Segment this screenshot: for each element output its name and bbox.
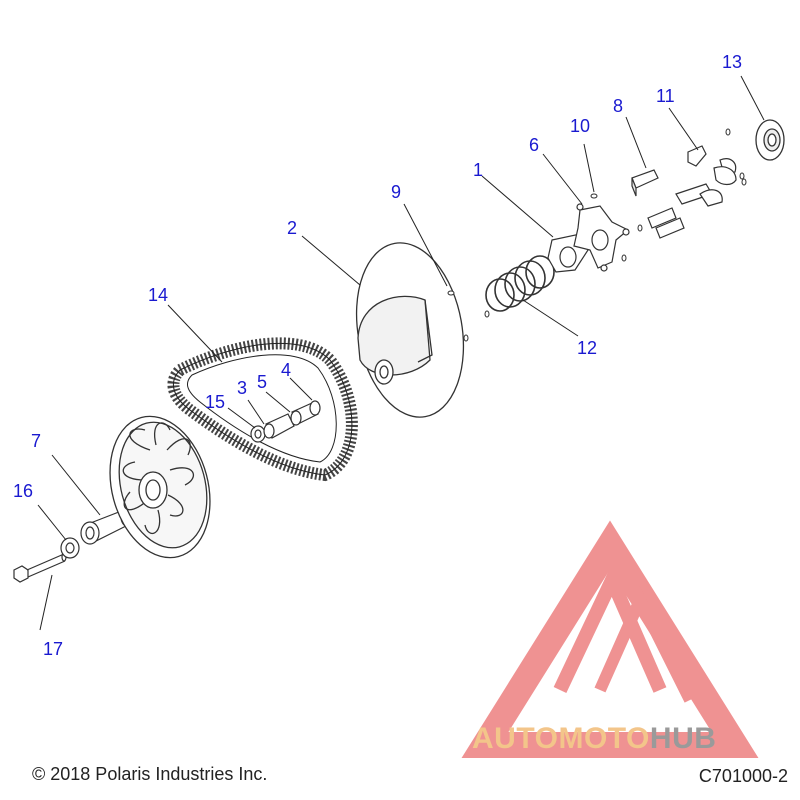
fixed-sheave-part [109, 415, 211, 559]
callout-17: 17 [43, 639, 63, 659]
washer-part [60, 537, 80, 559]
spring-part [485, 255, 555, 312]
screw-parts [447, 128, 747, 342]
spider-part [573, 203, 630, 272]
diagram-code: C701000-2 [698, 766, 788, 786]
roller-parts [675, 145, 737, 207]
bolt-part [13, 552, 67, 583]
watermark-text: AUTOMOTOHUB [472, 722, 716, 756]
leader-lines [37, 75, 765, 631]
callout-9: 9 [391, 182, 401, 202]
callout-15: 15 [205, 392, 225, 412]
drive-belt-part [167, 337, 358, 482]
callout-7: 7 [31, 431, 41, 451]
callout-10: 10 [570, 116, 590, 136]
callout-6: 6 [529, 135, 539, 155]
watermark-text-secondary: HUB [649, 722, 717, 755]
callout-2: 2 [287, 218, 297, 238]
weight-part [631, 169, 685, 239]
callout-4: 4 [281, 360, 291, 380]
callout-13: 13 [722, 52, 742, 72]
callout-8: 8 [613, 96, 623, 116]
watermark-text-primary: AUTOMOTO [472, 722, 650, 755]
callout-5: 5 [257, 372, 267, 392]
movable-sheave-part [355, 242, 465, 418]
callout-12: 12 [577, 338, 597, 358]
spacer-parts [250, 400, 321, 443]
callout-16: 16 [13, 481, 33, 501]
watermark-logo [461, 520, 759, 758]
callout-1: 1 [473, 160, 483, 180]
callout-14: 14 [148, 285, 168, 305]
callout-11: 11 [656, 86, 675, 106]
cover-part [755, 119, 785, 161]
callout-3: 3 [237, 378, 247, 398]
copyright-text: © 2018 Polaris Industries Inc. [32, 764, 268, 784]
callout-labels: 1 2 3 4 5 6 7 8 9 10 11 12 13 14 15 16 1… [13, 52, 742, 659]
